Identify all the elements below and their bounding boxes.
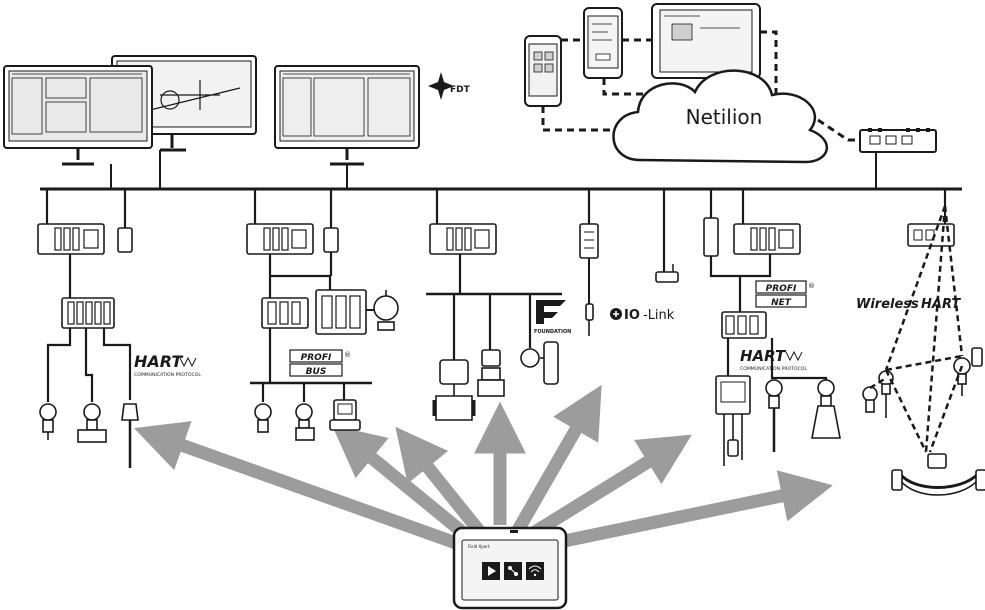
hart-sub-right: COMMUNICATION PROTOCOL	[740, 366, 807, 372]
pressure-transmitter	[39, 403, 57, 440]
arrow-to-foundation-right	[512, 384, 602, 534]
segment-profibus	[246, 223, 399, 441]
hart-logo-left: HART COMMUNICATION PROTOCOL	[134, 352, 201, 378]
iolink-label-link: -Link	[643, 308, 675, 323]
foundation-flowmeter	[477, 349, 505, 397]
segment-wirelesshart	[862, 204, 985, 496]
hart-sub-left: COMMUNICATION PROTOCOL	[134, 372, 201, 378]
arrow-to-profinet	[526, 434, 692, 541]
profibus-label-bus: BUS	[306, 367, 327, 377]
hart-label-left: HART	[134, 352, 183, 371]
profibus-registered: ®	[344, 351, 351, 359]
profinet-label-profi: PROFI	[766, 284, 797, 294]
wifi-icon	[526, 562, 544, 580]
pump	[373, 290, 399, 331]
plc-gateway-1	[117, 227, 133, 253]
hart-logo-right: HART COMMUNICATION PROTOCOL	[740, 347, 807, 372]
foundation-logo: FOUNDATION	[534, 300, 571, 335]
foundation-label: FOUNDATION	[534, 329, 571, 335]
iolink-master	[579, 223, 599, 259]
iolink-logo: IO -Link	[610, 308, 675, 323]
hart-label-right: HART	[740, 347, 787, 365]
wireless-temperature-2	[953, 347, 983, 396]
smartphone-right	[583, 7, 623, 79]
profibus-flow	[295, 403, 315, 441]
profibus-pressure	[254, 403, 272, 433]
wireless-adapter	[655, 271, 679, 283]
arrow-to-profibus-segment	[331, 425, 477, 546]
tablet-top	[651, 3, 761, 79]
iolink-label-io: IO	[624, 308, 640, 323]
wireless-mesh-links	[869, 205, 964, 453]
wireless-label: Wireless	[856, 297, 919, 312]
foundation-pump	[520, 341, 559, 385]
fdt-star-icon	[428, 72, 454, 100]
fdt-logo: FDT	[428, 72, 471, 100]
liquid-analyzer	[715, 375, 751, 466]
play-icon	[482, 562, 500, 580]
control-valve	[432, 359, 476, 421]
profinet-label-net: NET	[771, 298, 792, 308]
flow-meter	[77, 403, 107, 443]
bus-drops	[45, 189, 947, 272]
iolink-sensor	[585, 303, 594, 336]
profinet-temperature	[765, 379, 783, 452]
switch-module	[703, 217, 719, 257]
connect-icon	[504, 562, 522, 580]
wirelesshart-logo: Wireless HART	[856, 297, 961, 312]
foundation-f-icon	[536, 300, 566, 324]
plc-gateway-2	[323, 227, 339, 253]
segment-iolink	[579, 223, 679, 336]
wireless-hart-label: HART	[921, 297, 961, 312]
arrow-to-wireless	[543, 470, 833, 552]
dashed-links	[541, 30, 862, 142]
wireless-temperature-1	[878, 370, 894, 418]
tablet-screen-title: Field Xpert	[468, 544, 490, 549]
wireless-pressure	[862, 386, 878, 413]
coriolis-flowmeter	[891, 453, 985, 496]
segment-hart-left	[37, 223, 139, 468]
profinet-registered: ®	[808, 282, 815, 290]
profinet-logo: PROFI NET ®	[755, 280, 815, 308]
radar-level	[811, 379, 841, 439]
monitor-right	[274, 65, 420, 166]
profibus-logo: PROFI BUS ®	[289, 349, 351, 377]
fdt-label: FDT	[450, 85, 471, 95]
smartphone-left	[524, 35, 562, 107]
monitor-front-left	[3, 65, 153, 189]
profibus-label-profi: PROFI	[301, 353, 332, 363]
arrow-to-foundation-left	[395, 426, 486, 537]
segment-profinet	[703, 217, 841, 466]
temperature-sensor	[121, 403, 139, 468]
edge-device	[859, 128, 937, 189]
netilion-cloud: Netilion	[612, 69, 829, 164]
cloud-label: Netilion	[686, 105, 763, 129]
arrow-to-hart-segment	[133, 421, 473, 555]
profibus-display	[329, 399, 361, 431]
field-tablet: Field Xpert	[452, 526, 568, 610]
segment-foundation	[426, 223, 562, 421]
gray-arrows	[133, 384, 833, 555]
